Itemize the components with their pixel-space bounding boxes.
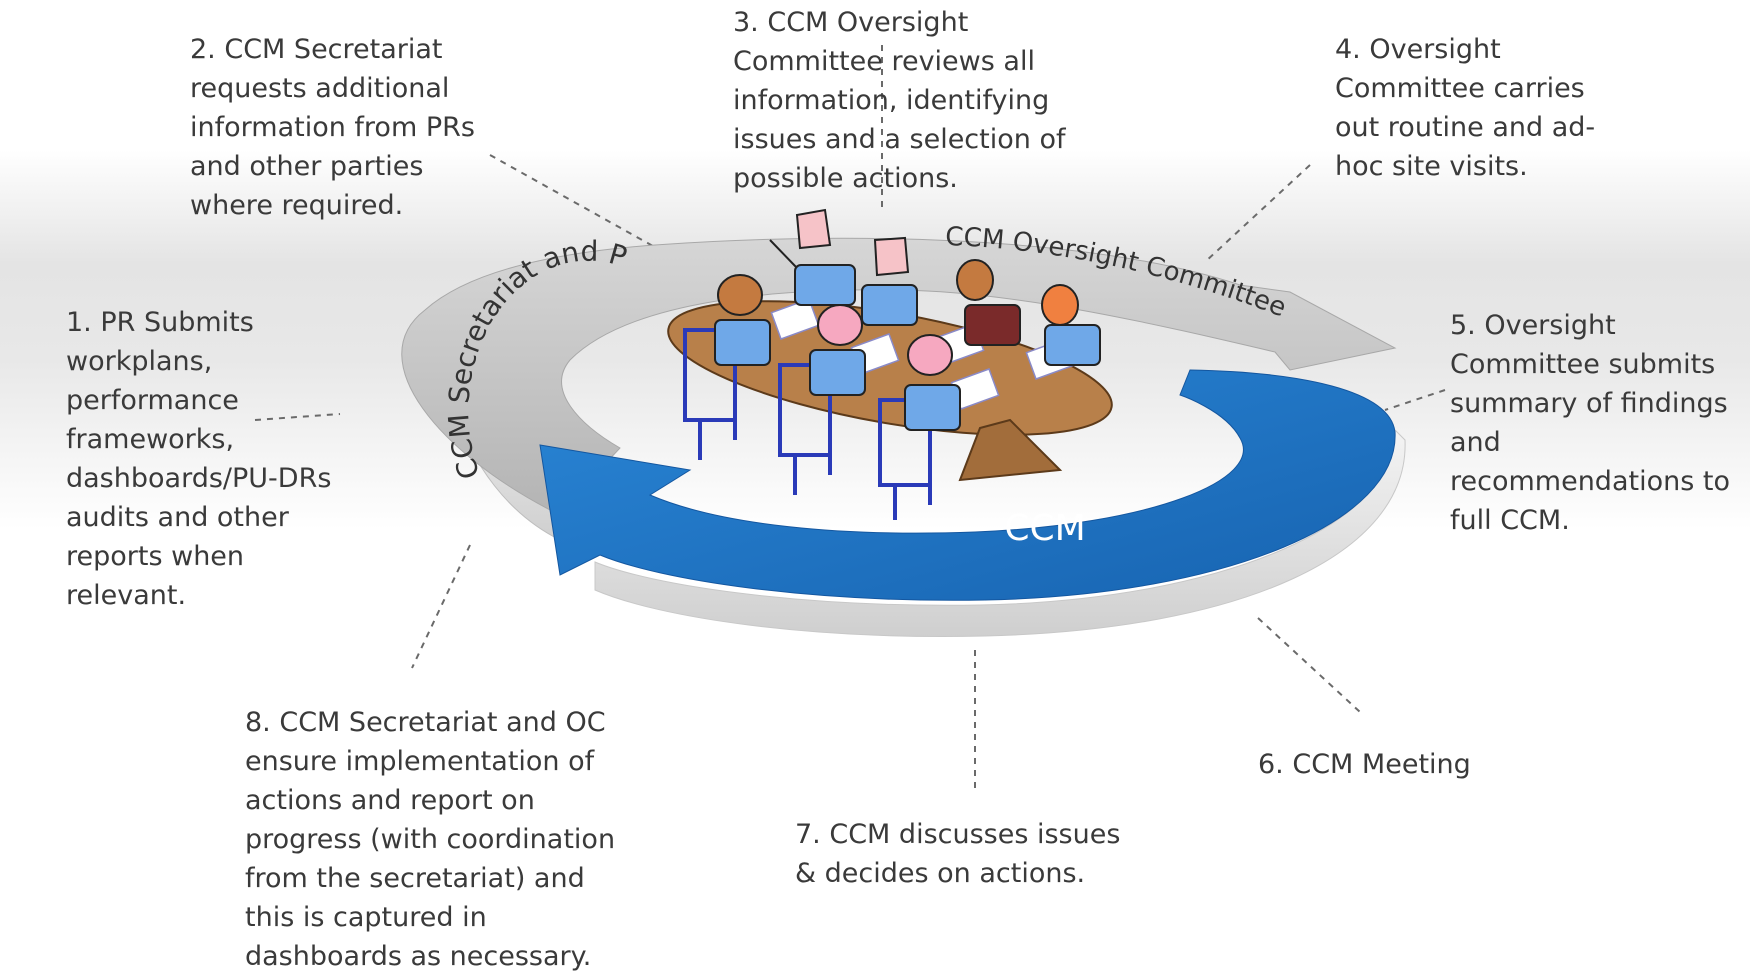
step-2-text: 2. CCM Secretariat requests additional i…	[190, 34, 475, 221]
leader-line-5	[1384, 389, 1446, 411]
leader-line-6	[1257, 617, 1361, 713]
step-7-text: 7. CCM discusses issues & decides on act…	[795, 819, 1121, 889]
leader-line-1	[254, 413, 341, 421]
step-6-text: 6. CCM Meeting	[1258, 749, 1471, 780]
blue-ccm-arrow	[539, 369, 1396, 601]
person-icon	[769, 208, 856, 306]
step-1-text: 1. PR Submits workplans, performance fra…	[66, 307, 332, 611]
leader-line-8	[411, 544, 471, 669]
blue-ring-side	[594, 428, 1406, 637]
center-label-ccm: CCM	[1004, 508, 1085, 549]
leader-line-4	[1204, 164, 1311, 263]
person-icon	[861, 236, 918, 326]
person-icon	[956, 259, 1021, 346]
leader-line-2	[489, 154, 661, 251]
person-icon	[904, 334, 961, 431]
step-3-text: 3. CCM Oversight Committee reviews all i…	[733, 7, 1066, 194]
step-5-text: 5. Oversight Committee submits summary o…	[1450, 310, 1730, 536]
person-icon	[809, 304, 866, 396]
grey-ring-arrow	[401, 237, 1397, 515]
step-8-text: 8. CCM Secretariat and OC ensure impleme…	[245, 707, 616, 972]
person-icon	[714, 274, 771, 366]
chair-icon	[683, 328, 737, 460]
person-icon	[1041, 284, 1101, 366]
leader-lines	[254, 45, 1446, 790]
step-4-text: 4. Oversight Committee carries out routi…	[1335, 34, 1596, 182]
chair-icon	[778, 363, 832, 495]
